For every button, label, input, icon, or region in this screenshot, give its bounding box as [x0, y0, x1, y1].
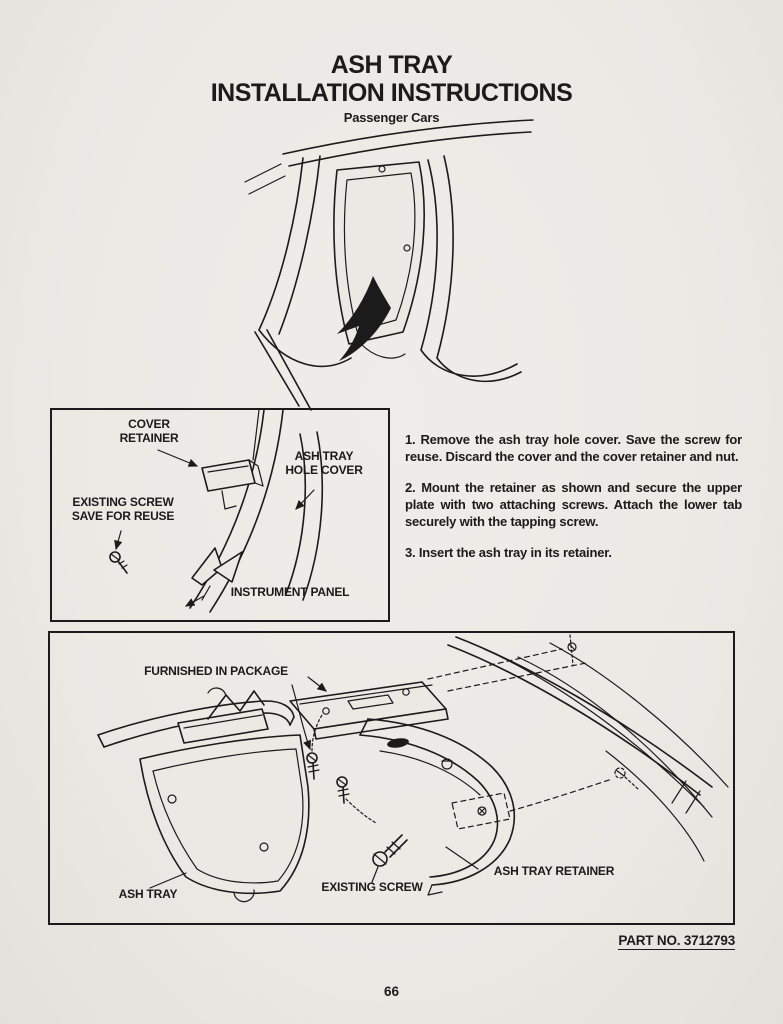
figure-instrument-panel	[225, 118, 540, 413]
retainer-spring-drawing	[191, 547, 243, 601]
subtitle: Passenger Cars	[343, 110, 440, 125]
panel-structure-drawing	[447, 634, 729, 862]
document-header: ASH TRAY INSTALLATION INSTRUCTIONS Passe…	[0, 51, 783, 125]
label-existing-screw: EXISTING SCREW	[321, 880, 423, 894]
title-line-2: INSTALLATION INSTRUCTIONS	[210, 78, 573, 107]
step-2: 2. Mount the retainer as shown and secur…	[405, 480, 742, 529]
label-furnished-in-package: FURNISHED IN PACKAGE	[144, 664, 288, 678]
label-cover-retainer: COVER RETAINER	[119, 417, 179, 445]
ash-tray-retainer-drawing	[359, 718, 516, 896]
attaching-screws-drawing	[306, 714, 377, 824]
existing-screw-drawing	[109, 551, 128, 574]
label-ash-tray-retainer: ASH TRAY RETAINER	[493, 864, 615, 878]
retainer-plate-drawing	[289, 681, 449, 740]
label-ash-tray-hole-cover: ASH TRAY HOLE COVER	[285, 449, 363, 477]
title-line-1: ASH TRAY	[330, 51, 453, 79]
step-1: 1. Remove the ash tray hole cover. Save …	[405, 432, 742, 464]
instrument-panel-illustration	[244, 119, 534, 411]
cover-retainer-drawing	[201, 459, 264, 510]
tapping-screw-drawing	[451, 767, 639, 830]
ash-tray-drawing	[97, 687, 310, 903]
instruction-steps: 1. Remove the ash tray hole cover. Save …	[405, 432, 742, 577]
part-number-text: PART NO. 3712793	[618, 933, 735, 950]
cover-removal-illustration	[109, 410, 324, 613]
existing-screw-drawing	[372, 834, 408, 867]
label-instrument-panel: INSTRUMENT PANEL	[230, 585, 350, 599]
figure-cover-removal: COVER RETAINER ASH TRAY HOLE COVER EXIST…	[50, 408, 390, 622]
label-ash-tray: ASH TRAY	[118, 887, 178, 901]
step-3: 3. Insert the ash tray in its retainer.	[405, 545, 612, 561]
part-number: PART NO. 3712793	[435, 932, 735, 950]
figure-installation: FURNISHED IN PACKAGE ASH TRAY EXISTING S…	[48, 631, 735, 925]
page-number: 66	[383, 984, 400, 999]
installation-illustration	[97, 634, 729, 903]
label-existing-screw-save: EXISTING SCREW SAVE FOR REUSE	[71, 495, 175, 523]
